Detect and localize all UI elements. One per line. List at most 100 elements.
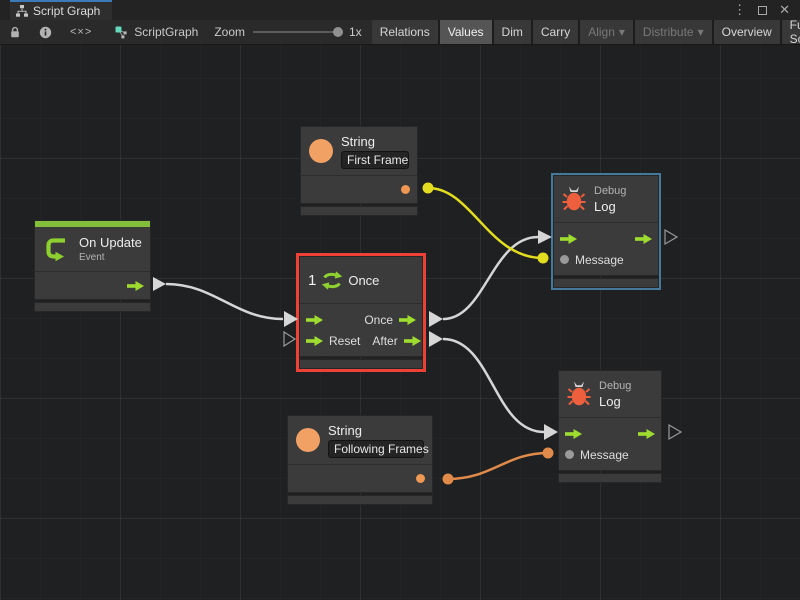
full-screen-button[interactable]: Full Screen [781, 18, 800, 46]
node-title: Log [599, 393, 621, 409]
node-title: Once [348, 272, 380, 288]
wire-once-to-debug-top[interactable] [442, 235, 539, 321]
wire-string-to-message-bottom[interactable] [447, 451, 549, 481]
reset-input-triangle[interactable] [283, 330, 297, 348]
string-literal-icon [296, 428, 320, 452]
flow-input-reset-port[interactable] [306, 335, 323, 346]
relations-button[interactable]: Relations [371, 20, 438, 44]
port-label-message: Message [575, 252, 624, 267]
chevron-down-icon: ▾ [697, 25, 704, 39]
bug-icon [562, 186, 586, 211]
node-title: Log [594, 198, 616, 214]
wire-string-to-message-top[interactable] [427, 186, 544, 260]
wire-arrowhead[interactable] [284, 311, 298, 327]
flow-output-once-port[interactable] [399, 314, 416, 325]
node-once[interactable]: 1 Once Once [299, 256, 423, 369]
cycle-arrows-icon [322, 270, 343, 290]
node-category: Debug [599, 379, 632, 392]
values-button[interactable]: Values [439, 20, 492, 44]
string-value-field[interactable]: Following Frames [328, 439, 429, 458]
string-output-port[interactable] [416, 474, 425, 483]
lock-button[interactable] [0, 20, 30, 44]
wire-arrowhead[interactable] [538, 230, 552, 244]
port-label-once: Once [364, 312, 393, 327]
node-debug-log-top[interactable]: Debug Log Message [553, 175, 659, 288]
window-close-icon[interactable]: ✕ [779, 2, 790, 17]
wire-once-to-debug-bottom[interactable] [442, 337, 545, 434]
flow-input-port[interactable] [560, 233, 577, 244]
carry-button[interactable]: Carry [532, 20, 579, 44]
string-literal-icon [309, 139, 333, 163]
node-footer [558, 473, 662, 483]
message-input-port[interactable] [560, 255, 569, 264]
wire-source-triangle[interactable] [153, 277, 166, 291]
node-debug-log-bottom[interactable]: Debug Log Message [558, 370, 662, 483]
bug-icon [567, 381, 591, 406]
node-string-following-frames[interactable]: String Following Frames [287, 415, 433, 505]
wire-endpoint-dot [422, 182, 434, 194]
zoom-value: 1x [349, 25, 362, 39]
flow-output-after-port[interactable] [403, 335, 421, 346]
wire-arrowhead[interactable] [544, 424, 558, 440]
message-input-port[interactable] [565, 450, 574, 459]
graph-toolbar: <×> ScriptGraph Zoom 1x Relations Values… [0, 18, 800, 46]
port-label-reset: Reset [329, 333, 361, 348]
zoom-control: Zoom 1x [208, 20, 367, 44]
node-footer [287, 495, 433, 505]
zoom-label: Zoom [214, 25, 245, 39]
graph-canvas[interactable]: String First Frame On Update Event [0, 45, 800, 600]
info-icon [39, 26, 52, 38]
loop-arrow-icon [46, 238, 65, 262]
code-icon: <×> [70, 26, 93, 38]
toolbar-buttons: Relations Values Dim Carry Align ▾ Distr… [371, 18, 800, 46]
flow-output-port[interactable] [638, 428, 655, 439]
dim-button[interactable]: Dim [493, 20, 531, 44]
wire-endpoint-dot [542, 447, 554, 459]
wire-source-triangle[interactable] [429, 331, 443, 347]
chevron-down-icon: ▾ [618, 25, 625, 39]
distribute-button: Distribute ▾ [634, 20, 712, 44]
port-label-after: After [372, 333, 398, 348]
tab-bar: Script Graph ⋮ ✕ [0, 0, 800, 20]
align-button: Align ▾ [580, 20, 633, 44]
node-on-update[interactable]: On Update Event [34, 220, 151, 312]
event-accent-strip [35, 221, 150, 227]
node-title: String [328, 422, 362, 438]
overview-button[interactable]: Overview [713, 20, 780, 44]
node-title: On Update [79, 235, 142, 250]
node-footer [34, 302, 151, 312]
flow-input-port[interactable] [565, 428, 582, 439]
zoom-slider-handle[interactable] [333, 27, 343, 37]
info-button[interactable] [30, 20, 61, 44]
debug-bottom-output-triangle[interactable] [668, 423, 683, 441]
lock-icon [11, 26, 19, 37]
once-badge: 1 [308, 271, 317, 289]
wire-endpoint-dot [537, 252, 549, 264]
node-subtitle: Event [79, 252, 105, 263]
port-label-message: Message [580, 447, 629, 462]
string-value-field[interactable]: First Frame [341, 150, 409, 169]
tab-script-graph[interactable]: Script Graph [10, 0, 112, 20]
wire-onupdate-to-once[interactable] [165, 282, 284, 321]
flow-output-port[interactable] [635, 233, 652, 244]
flow-output-port[interactable] [127, 280, 144, 291]
zoom-slider[interactable] [253, 27, 343, 37]
debug-top-output-triangle[interactable] [664, 228, 679, 246]
node-string-first-frame[interactable]: String First Frame [300, 126, 418, 216]
node-footer [300, 206, 418, 216]
wire-endpoint-dot [442, 473, 454, 485]
edit-source-button[interactable]: <×> [61, 20, 101, 44]
window-controls: ⋮ ✕ [733, 0, 800, 20]
wire-source-triangle[interactable] [429, 311, 443, 327]
graph-hierarchy-icon [16, 5, 28, 17]
graph-name: ScriptGraph [134, 25, 199, 39]
node-category: Debug [594, 184, 627, 197]
flow-input-port[interactable] [306, 314, 323, 325]
window-maximize-icon[interactable] [758, 5, 768, 15]
graph-asset-label[interactable]: ScriptGraph [101, 20, 208, 44]
string-output-port[interactable] [401, 185, 410, 194]
node-footer [553, 278, 659, 288]
window-menu-icon[interactable]: ⋮ [733, 2, 747, 17]
script-graph-asset-icon [115, 26, 127, 38]
node-title: String [341, 133, 375, 149]
